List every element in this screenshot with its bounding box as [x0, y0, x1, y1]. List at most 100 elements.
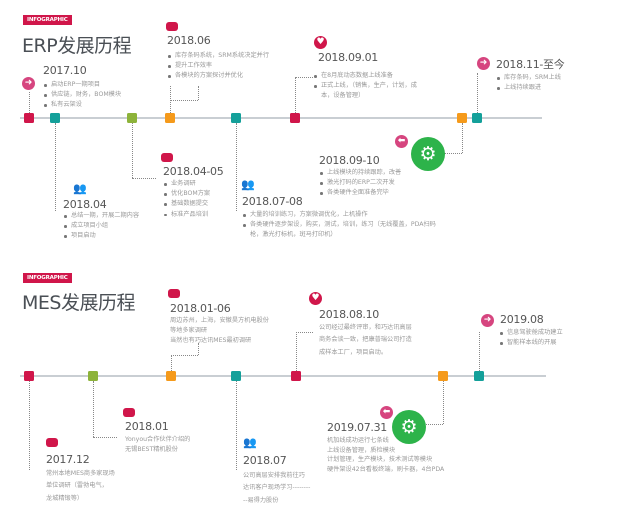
- timeline-marker[interactable]: [50, 113, 60, 123]
- detail: 大量的培训练习，方案微调优化，上机操作: [242, 210, 442, 220]
- event-date: 2018.08.10: [319, 308, 379, 321]
- connector: [198, 343, 199, 355]
- arrow-left-icon: ⬅: [380, 406, 393, 419]
- mes-timeline: [20, 375, 546, 377]
- timeline-marker[interactable]: [88, 371, 98, 381]
- detail: 公司高层安排我前往巧: [243, 472, 305, 479]
- connector: [171, 355, 172, 371]
- event-details: 总结一期，开展二期内容成立项目小组项目启动: [63, 211, 139, 242]
- detail: 标准产品培训: [163, 210, 210, 220]
- connector: [236, 381, 237, 470]
- arrow-right-icon: ➜: [22, 77, 35, 90]
- detail: 库存条码系统，SRM系统决定并行: [167, 51, 269, 61]
- connector: [170, 100, 198, 101]
- connector: [295, 77, 313, 78]
- detail: 业务调研: [163, 179, 210, 189]
- detail: 智能样本线的开展: [499, 338, 563, 348]
- connector: [171, 355, 198, 356]
- event-date: 2018.06: [167, 34, 211, 47]
- event-date: 2019.07.31: [327, 421, 387, 434]
- connector: [132, 178, 156, 179]
- event-date: 2018.04-05: [163, 165, 224, 178]
- detail: 信息驾驶舱成功建立: [499, 328, 563, 338]
- connector: [132, 123, 133, 178]
- people-icon: 👥: [73, 182, 87, 195]
- timeline-marker[interactable]: [472, 113, 482, 123]
- detail: 常州本地MES商多家现场: [46, 470, 115, 477]
- detail: 上线模块的持续跟踪，改善: [319, 168, 401, 178]
- timeline-marker[interactable]: [24, 371, 34, 381]
- connector: [444, 153, 462, 154]
- connector: [29, 92, 30, 113]
- timeline-marker[interactable]: [24, 113, 34, 123]
- event-date: 2018.11-至今: [496, 58, 565, 71]
- detail: 各类硬件逐步架设，购买，测试，培训，练习（无线覆盖，PDA扫码枪，激光打标机，斑…: [242, 220, 442, 240]
- detail: 各类硬件全面准备完毕: [319, 188, 401, 198]
- event-details: Yonyou合作伙伴介绍的无锡BEST精机股份: [125, 435, 190, 455]
- event-details: 信息驾驶舱成功建立智能样本线的开展: [499, 328, 563, 348]
- connector: [462, 123, 463, 153]
- detail: 公司经过最终评审，和巧达讯高层: [319, 324, 412, 331]
- detail: 成样本工厂，项目启动。: [319, 348, 388, 356]
- detail: 总结一期，开展二期内容: [63, 211, 139, 221]
- connector: [93, 381, 94, 437]
- detail: 正式上线，（销售，生产，计划，成本，设备管理）: [313, 81, 428, 101]
- detail: 单位调研（雷勃电气，: [46, 482, 108, 490]
- connector: [29, 381, 30, 470]
- event-details: 大量的培训练习，方案微调优化，上机操作各类硬件逐步架设，购买，测试，培训，练习（…: [242, 210, 442, 241]
- arrow-left-icon: ⬅: [395, 135, 408, 148]
- detail: 等地多家调研: [170, 327, 208, 335]
- detail: 优化BOM方案: [163, 189, 210, 199]
- detail: 提升工作效率: [167, 61, 269, 71]
- detail: 成立项目小组: [63, 221, 139, 231]
- connector: [198, 86, 199, 100]
- connector: [443, 381, 444, 424]
- infographic-badge: INFOGRAPHIC: [23, 273, 72, 283]
- event-details: 公司经过最终评审，和巧达讯高层商务会谈一致，把康普瑞公司打造成样本工厂，项目启动…: [319, 322, 412, 359]
- detail: 启动ERP一期项目: [43, 80, 121, 90]
- timeline-marker[interactable]: [127, 113, 137, 123]
- connector: [479, 332, 480, 371]
- arrow-right-icon: ➜: [481, 314, 494, 327]
- timeline-marker[interactable]: [166, 371, 176, 381]
- infographic-badge: INFOGRAPHIC: [23, 15, 72, 25]
- detail: 库存条码，SRM上线: [496, 73, 561, 83]
- timeline-marker[interactable]: [165, 113, 175, 123]
- connector: [93, 437, 117, 438]
- detail: 项目启动: [63, 231, 139, 241]
- connector: [424, 424, 443, 425]
- timeline-marker[interactable]: [474, 371, 484, 381]
- event-details: 公司高层安排我前往巧达讯客户现场学习----------易得力股份: [243, 470, 310, 507]
- timeline-marker[interactable]: [457, 113, 467, 123]
- event-details: 机加线成功运行七条线上线设备管理，质检模块计划管理，生产模块，技术测试等模块硬件…: [327, 436, 444, 474]
- detail: 商务会谈一致，把康普瑞公司打造: [319, 336, 412, 344]
- event-details: 启动ERP一期项目供应链，财务，BOM模块私有云架设: [43, 80, 121, 111]
- detail: 计划管理，生产模块，技术测试等模块: [327, 456, 433, 464]
- timeline-marker[interactable]: [290, 113, 300, 123]
- event-details: 常州本地MES商多家现场单位调研（雷勃电气，龙城精锻等）: [46, 468, 115, 505]
- detail: 在8月底动态数据上线准备: [313, 71, 428, 81]
- timeline-marker[interactable]: [291, 371, 301, 381]
- detail: 激光打码的ERP二次开发: [319, 178, 401, 188]
- timeline-marker[interactable]: [438, 371, 448, 381]
- event-details: 库存条码，SRM上线上线持续跟进: [496, 73, 561, 93]
- connector: [55, 123, 56, 211]
- erp-title: ERP发展历程: [22, 35, 132, 57]
- chat-icon: [166, 22, 178, 31]
- detail: 供应链，财务，BOM模块: [43, 90, 121, 100]
- mes-title: MES发展历程: [22, 292, 135, 314]
- event-date: 2018.09.01: [318, 51, 378, 64]
- erp-timeline: [20, 117, 542, 119]
- chat-icon: [123, 408, 135, 417]
- detail: 私有云架设: [43, 100, 121, 110]
- event-details: 周边苏州，上海，安徽昊方机电股份等地多家调研当然也有巧达讯MES最初调研: [170, 316, 269, 347]
- event-details: 在8月底动态数据上线准备正式上线，（销售，生产，计划，成本，设备管理）: [313, 71, 428, 102]
- detail: Yonyou合作伙伴介绍的: [125, 436, 191, 443]
- detail: 硬件架设42台看板终端，刷卡器，4台PDA: [327, 465, 445, 473]
- event-date: 2018.07: [243, 454, 287, 467]
- heart-icon: ♥: [309, 292, 322, 305]
- heart-icon: ♥: [314, 36, 327, 49]
- timeline-marker[interactable]: [231, 113, 241, 123]
- timeline-marker[interactable]: [231, 371, 241, 381]
- detail: 机加线成功运行七条线: [327, 437, 389, 444]
